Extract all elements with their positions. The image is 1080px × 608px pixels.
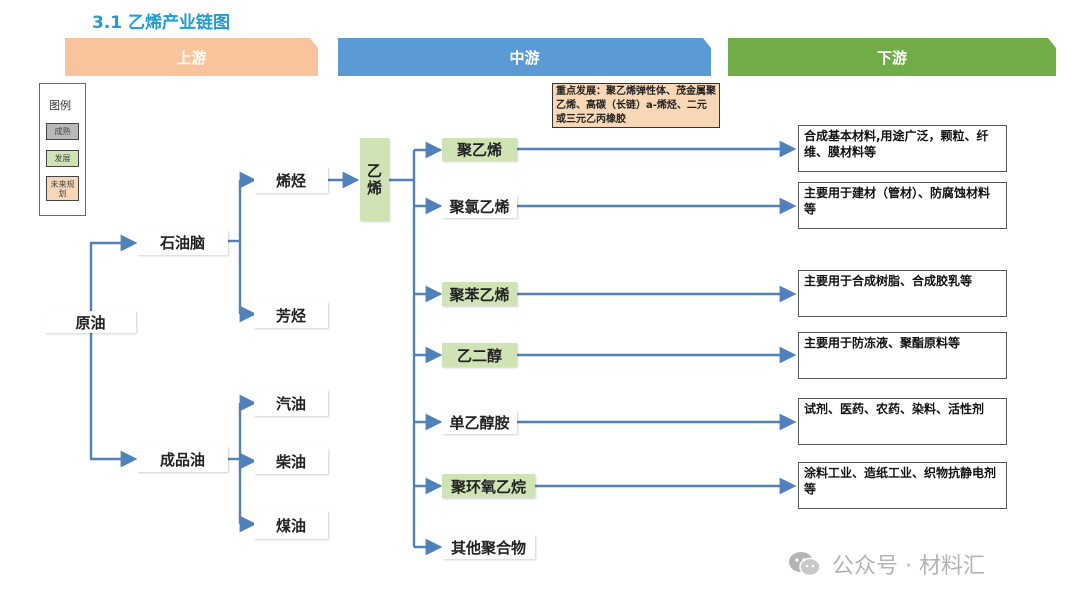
- desc-polyethylene-oxide: 涂料工业、造纸工业、织物抗静电剂等: [798, 462, 1007, 509]
- desc-ethylene-glycol: 主要用于防冻液、聚酯原料等: [798, 332, 1007, 379]
- product-polyethylene: 聚乙烯: [442, 138, 517, 161]
- legend-item-mature: 成熟: [46, 123, 79, 140]
- desc-monoethanolamine: 试剂、医药、农药、染料、活性剂: [798, 398, 1007, 445]
- node-ethylene: 乙烯: [360, 138, 389, 221]
- product-monoethanolamine: 单乙醇胺: [442, 410, 517, 434]
- legend-title: 图例: [49, 99, 71, 112]
- legend-item-developing: 发展: [46, 150, 79, 167]
- legend: 图例 成熟 发展 未来规划: [39, 83, 86, 216]
- watermark-text: 公众号 · 材料汇: [832, 554, 985, 579]
- product-polystyrene: 聚苯乙烯: [442, 282, 517, 306]
- desc-polystyrene: 主要用于合成树脂、合成胶乳等: [798, 270, 1007, 317]
- wechat-icon: [789, 552, 821, 577]
- page-title: 3.1 乙烯产业链图: [92, 13, 231, 33]
- key-development-note: 重点发展：聚乙烯弹性体、茂金属聚乙烯、高碳（长链）a-烯烃、二元或三元乙丙橡胶: [552, 83, 720, 128]
- node-diesel: 柴油: [254, 448, 328, 474]
- node-aromatic: 芳烃: [254, 302, 328, 328]
- node-kerosene: 煤油: [254, 511, 328, 539]
- upstream-banner: 上游: [65, 38, 318, 76]
- product-ethylene-glycol: 乙二醇: [442, 343, 517, 367]
- node-olefin: 烯烃: [254, 167, 328, 193]
- node-naphtha: 石油脑: [137, 230, 228, 255]
- midstream-banner: 中游: [338, 38, 711, 76]
- desc-pvc: 主要用于建材（管材）、防腐蚀材料等: [798, 182, 1007, 229]
- product-other-polymers: 其他聚合物: [442, 535, 535, 559]
- node-refined-oil: 成品油: [137, 446, 228, 472]
- product-pvc: 聚氯乙烯: [442, 194, 517, 218]
- node-gasoline: 汽油: [254, 390, 328, 416]
- legend-item-planned: 未来规划: [46, 176, 79, 201]
- product-polyethylene-oxide: 聚环氧乙烷: [442, 474, 535, 498]
- watermark: 公众号 · 材料汇: [788, 548, 985, 580]
- node-crude-oil: 原油: [45, 311, 136, 333]
- desc-polyethylene: 合成基本材料,用途广泛，颗粒、纤维、膜材料等: [798, 125, 1007, 172]
- downstream-banner: 下游: [728, 38, 1056, 76]
